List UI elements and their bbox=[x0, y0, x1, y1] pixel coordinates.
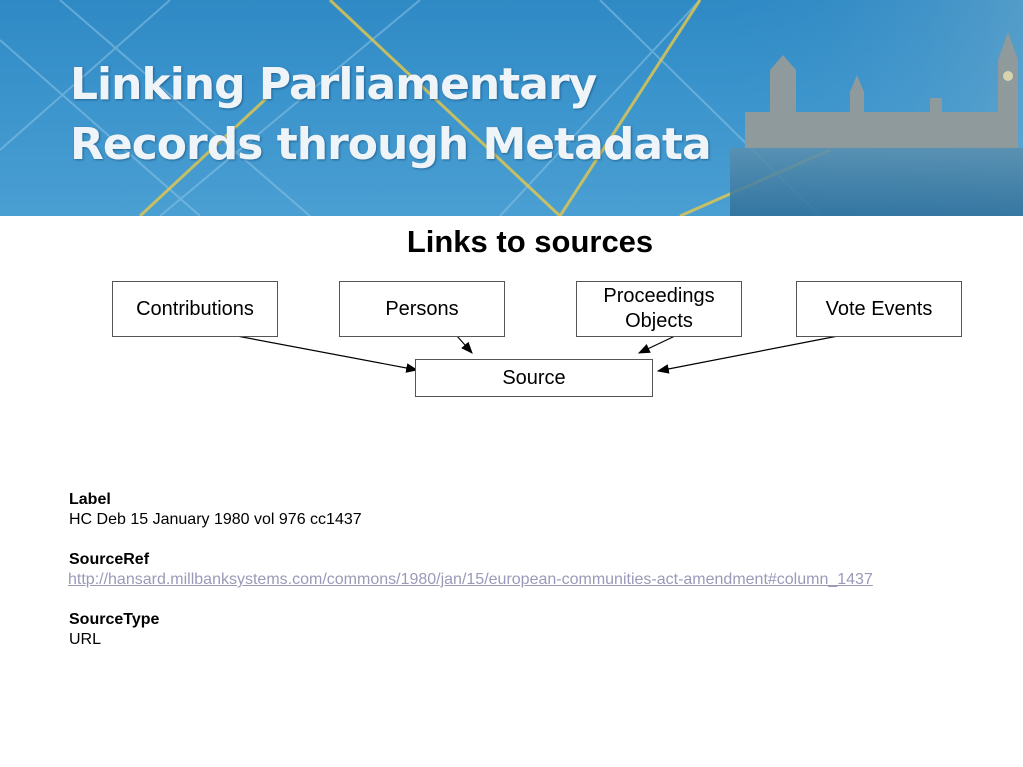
arrow-persons-to-source bbox=[456, 335, 473, 354]
source-metadata: Label HC Deb 15 January 1980 vol 976 cc1… bbox=[68, 490, 873, 650]
parliament-building-icon bbox=[745, 32, 1018, 148]
node-vote-events-label: Vote Events bbox=[825, 297, 933, 320]
banner-title-line-2: Records through Metadata bbox=[70, 119, 712, 170]
banner-title-line-1: Linking Parliamentary bbox=[70, 59, 597, 110]
arrow-contributions-to-source bbox=[236, 335, 419, 373]
node-contributions: Contributions bbox=[112, 281, 278, 337]
sourcetype-key: SourceType bbox=[69, 611, 160, 628]
label-key: Label bbox=[69, 491, 111, 508]
label-value: HC Deb 15 January 1980 vol 976 cc1437 bbox=[69, 511, 362, 528]
sourceref-link[interactable]: http://hansard.millbanksystems.com/commo… bbox=[68, 571, 873, 588]
header-banner: Linking Parliamentary Records through Me… bbox=[0, 0, 1023, 216]
node-proceedings-label-line-1: Proceedings bbox=[603, 285, 715, 307]
node-persons-label: Persons bbox=[385, 297, 459, 320]
sourceref-key: SourceRef bbox=[69, 551, 150, 568]
node-proceedings-objects: Proceedings Objects bbox=[576, 281, 742, 337]
node-vote-events: Vote Events bbox=[796, 281, 962, 337]
node-proceedings-label-line-2: Objects bbox=[625, 310, 693, 332]
banner-title: Linking Parliamentary Records through Me… bbox=[70, 55, 712, 175]
arrow-proceedings-to-source bbox=[637, 335, 676, 354]
spacer bbox=[69, 530, 873, 550]
node-source-label: Source bbox=[502, 366, 566, 389]
sourceref-value-row: http://hansard.millbanksystems.com/commo… bbox=[68, 570, 873, 590]
node-contributions-label: Contributions bbox=[136, 297, 254, 320]
node-source: Source bbox=[415, 359, 653, 397]
sourcetype-value: URL bbox=[69, 631, 102, 648]
node-persons: Persons bbox=[339, 281, 505, 337]
arrow-vote-events-to-source bbox=[656, 335, 839, 374]
spacer bbox=[69, 590, 873, 610]
banner-background-image bbox=[0, 0, 1023, 216]
slide-title: Links to sources bbox=[406, 224, 654, 259]
